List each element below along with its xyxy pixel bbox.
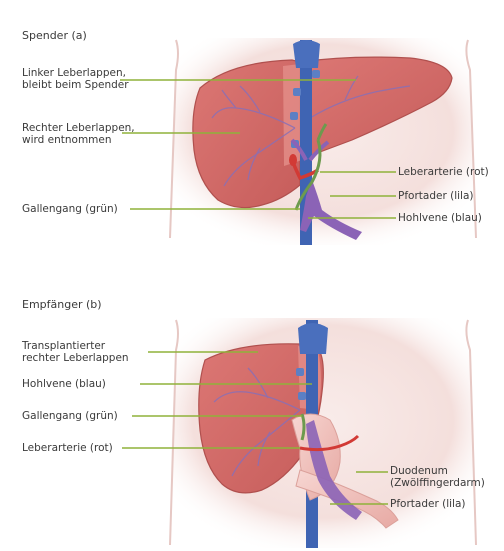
recipient-vena-cava-top [298,323,328,354]
label-recipient-hepatic-artery: Leberarterie (rot) [22,442,113,454]
label-donor-hepatic-artery: Leberarterie (rot) [398,166,489,178]
donor-vena-cava-top [293,40,320,68]
recipient-heading: Empfänger (b) [22,298,102,311]
label-recipient-bile-duct: Gallengang (grün) [22,410,118,422]
donor-artery-node [289,154,297,166]
recipient-panel [122,318,478,548]
label-duodenum: Duodenum (Zwölffingerdarm) [390,465,485,489]
label-recipient-portal-vein: Pfortader (lila) [390,498,465,510]
label-donor-vena-cava: Hohlvene (blau) [398,212,482,224]
label-recipient-vena-cava: Hohlvene (blau) [22,378,106,390]
donor-heading: Spender (a) [22,29,87,42]
label-left-lobe: Linker Leberlappen, bleibt beim Spender [22,67,129,91]
label-donor-portal-vein: Pfortader (lila) [398,190,473,202]
label-transplanted-lobe: Transplantierter rechter Leberlappen [22,340,129,364]
label-donor-bile-duct: Gallengang (grün) [22,203,118,215]
label-right-lobe: Rechter Leberlappen, wird entnommen [22,122,135,146]
